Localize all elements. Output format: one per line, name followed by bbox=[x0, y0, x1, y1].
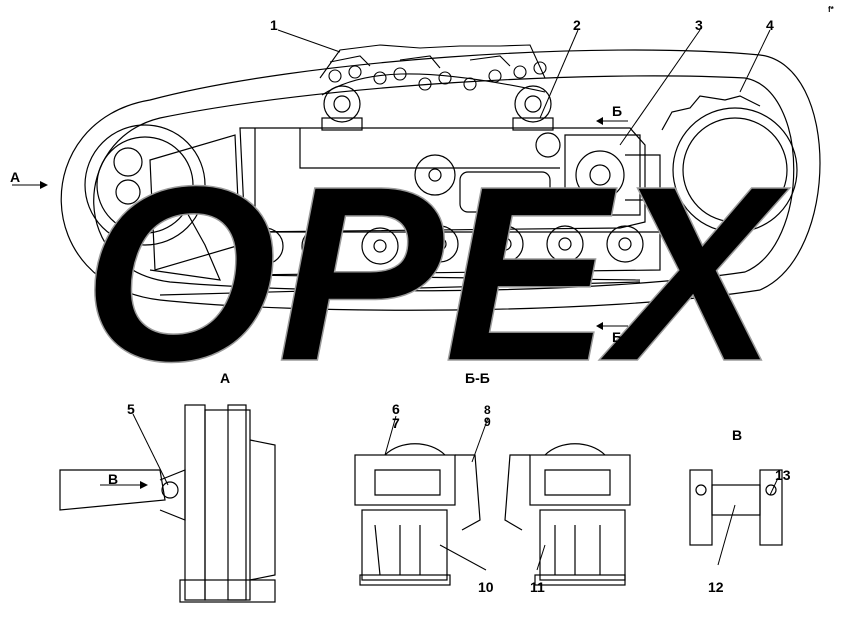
idler-wheel bbox=[84, 124, 241, 281]
callout-9: 9 bbox=[484, 415, 491, 429]
carrier-roller-right bbox=[512, 85, 554, 131]
view-v-arrow-label: В bbox=[108, 471, 118, 487]
drive-sprocket bbox=[659, 95, 798, 251]
section-bb-left bbox=[354, 443, 481, 586]
carrier-roller-left bbox=[321, 85, 363, 131]
callout-4: 4 bbox=[766, 17, 774, 33]
callout-10: 10 bbox=[478, 579, 494, 595]
callout-3: 3 bbox=[695, 17, 703, 33]
callout-11: 11 bbox=[530, 579, 545, 595]
corner-mark: f* bbox=[828, 5, 835, 14]
arrow-heads bbox=[40, 117, 603, 489]
view-a-detail bbox=[59, 404, 276, 603]
callout-labels: 1 2 3 4 5 6 7 8 9 10 11 12 13 A Б Б A Б-… bbox=[10, 5, 835, 595]
view-a-arrow-label: A bbox=[10, 169, 20, 185]
callout-1: 1 bbox=[270, 17, 278, 33]
callout-7: 7 bbox=[392, 415, 400, 431]
callout-6: 6 bbox=[392, 401, 400, 417]
track-chain-outline bbox=[60, 49, 821, 311]
callout-12: 12 bbox=[708, 579, 724, 595]
callout-2: 2 bbox=[573, 17, 581, 33]
watermark-text: OPEX bbox=[83, 134, 791, 413]
view-a-title: A bbox=[220, 370, 230, 386]
callout-13: 13 bbox=[775, 467, 791, 483]
section-mark-top: Б bbox=[612, 103, 622, 119]
track-links-top bbox=[319, 44, 547, 96]
callout-5: 5 bbox=[127, 401, 135, 417]
view-v-detail bbox=[689, 469, 783, 546]
callout-8: 8 bbox=[484, 403, 491, 417]
section-bb-title: Б-Б bbox=[465, 370, 490, 386]
view-v-title: В bbox=[732, 427, 742, 443]
section-bb-right bbox=[504, 443, 631, 586]
leader-lines bbox=[12, 29, 779, 571]
section-mark-bottom: Б bbox=[612, 329, 622, 345]
watermark: OPEX bbox=[82, 133, 791, 414]
track-rollers bbox=[159, 225, 661, 296]
